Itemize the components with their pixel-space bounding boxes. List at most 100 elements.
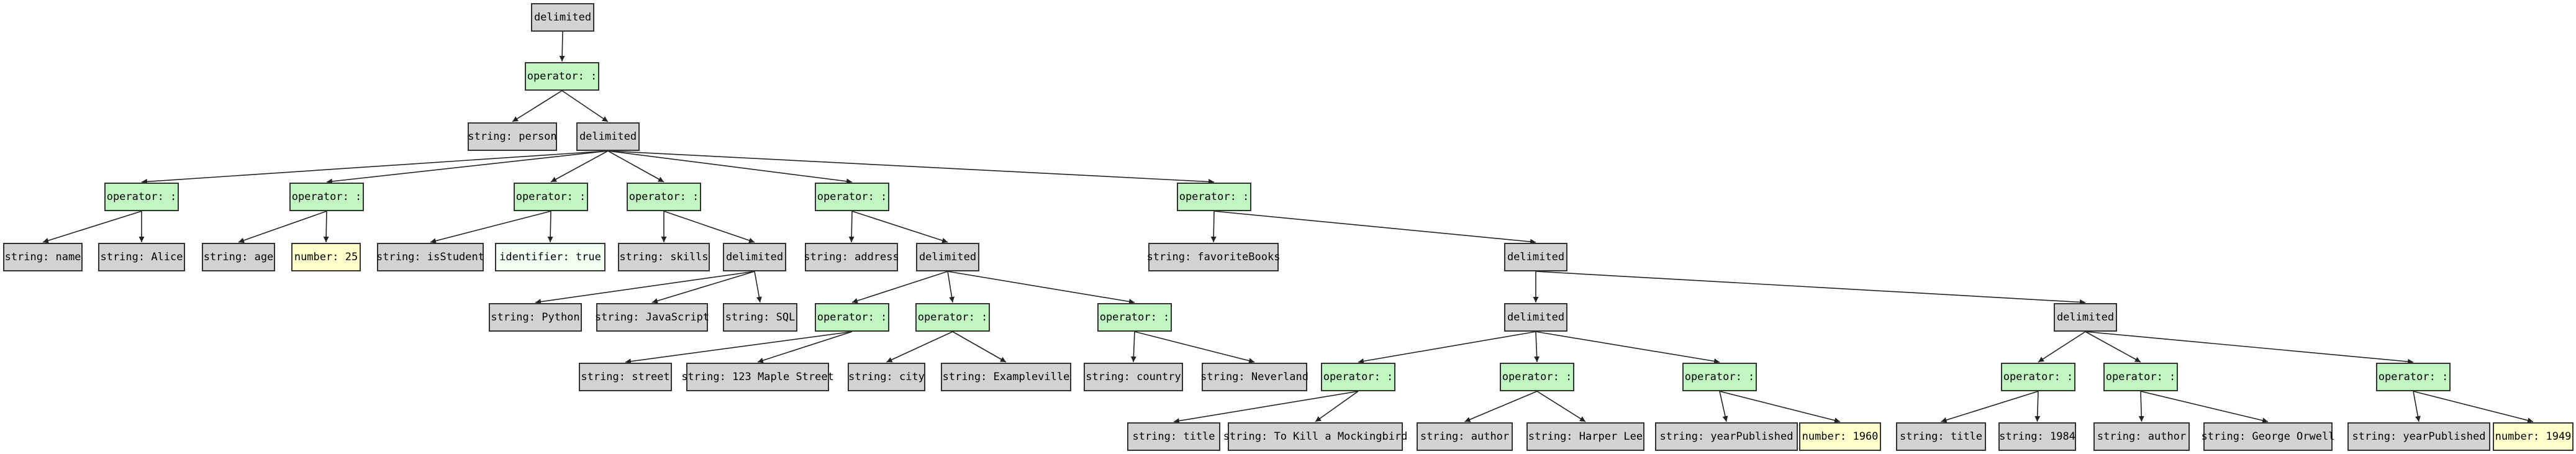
- node-delimited-delimited: delimited: [723, 243, 786, 271]
- tree-edge-n18-n24: [651, 271, 755, 304]
- node-operator-operator: operator: :: [525, 62, 599, 91]
- node-string-string-yearpublished: string: yearPublished: [1655, 422, 1798, 451]
- node-string-string-address: string: address: [804, 243, 899, 271]
- tree-edge-n41-n51: [2138, 391, 2144, 422]
- node-string-string-title: string: title: [1896, 422, 1986, 451]
- node-operator-operator: operator: :: [1500, 363, 1574, 391]
- tree-edge-n26-n31: [625, 331, 853, 365]
- tree-edge-n4-n9: [607, 150, 853, 184]
- node-string-string-street: string: street: [579, 363, 672, 391]
- tree-edge-n6-n14: [323, 211, 329, 243]
- node-string-string-george-orwell: string: George Orwell: [2202, 422, 2334, 451]
- tree-edge-n27-n33: [886, 331, 953, 363]
- node-string-string-alice: string: Alice: [98, 243, 185, 271]
- tree-edge-n6-n13: [238, 211, 327, 243]
- node-string-string-country: string: country: [1084, 363, 1183, 391]
- node-operator-operator: operator: :: [915, 303, 990, 332]
- tree-edge-n40-n49: [1941, 391, 2039, 423]
- tree-edge-n20-n28: [947, 271, 1135, 304]
- tree-edge-n30-n41: [2085, 331, 2141, 363]
- node-string-string-exampleville: string: Exampleville: [941, 363, 1071, 391]
- node-operator-operator: operator: :: [289, 183, 364, 211]
- tree-edge-n40-n50: [2034, 391, 2041, 422]
- node-delimited-delimited: delimited: [916, 243, 979, 271]
- tree-edge-n29-n38: [1534, 331, 1540, 363]
- node-string-string-sql: string: SQL: [723, 303, 797, 332]
- node-string-string-favoritebooks: string: favoriteBooks: [1147, 243, 1280, 271]
- tree-edge-n38-n46: [1536, 391, 1586, 422]
- node-operator-operator: operator: :: [2103, 363, 2178, 391]
- tree-edge-n18-n25: [754, 271, 762, 303]
- tree-edge-n30-n42: [2085, 331, 2414, 365]
- node-operator-operator: operator: :: [1097, 303, 1172, 332]
- node-delimited-delimited: delimited: [531, 3, 594, 32]
- node-string-string-author: string: author: [1417, 422, 1513, 451]
- tree-edge-n28-n36: [1134, 331, 1255, 364]
- node-string-string-isstudent: string: isStudent: [376, 243, 484, 271]
- node-operator-operator: operator: :: [1682, 363, 1757, 391]
- tree-edge-n2-n3: [512, 90, 563, 122]
- node-string-string-name: string: name: [3, 243, 83, 271]
- node-operator-operator: operator: :: [514, 183, 588, 211]
- node-string-string-1984: string: 1984: [1998, 422, 2076, 451]
- tree-edge-n39-n48: [1719, 391, 1841, 424]
- node-string-string-123-maple-street: string: 123 Maple Street: [681, 363, 834, 391]
- tree-edge-n9-n20: [851, 211, 948, 243]
- tree-edge-n38-n45: [1464, 391, 1538, 422]
- tree-edge-n30-n40: [2038, 331, 2086, 363]
- tree-edge-n20-n26: [851, 271, 948, 304]
- tree-edge-n37-n44: [1315, 391, 1359, 422]
- tree-edge-n1-n2: [559, 31, 565, 62]
- node-number-number-1960: number: 1960: [1799, 422, 1881, 451]
- node-operator-operator: operator: :: [2376, 363, 2451, 391]
- tree-edge-n42-n53: [2413, 391, 2421, 422]
- node-operator-operator: operator: :: [2001, 363, 2075, 391]
- tree-edge-n29-n39: [1535, 331, 1720, 364]
- tree-edge-n7-n16: [547, 211, 553, 243]
- tree-edge-n28-n35: [1130, 331, 1136, 363]
- node-string-string-to-kill-a-mockingbird: string: To Kill a Mockingbird: [1223, 422, 1407, 451]
- tree-edge-n37-n43: [1173, 391, 1359, 424]
- node-string-string-neverland: string: Neverland: [1200, 363, 1308, 391]
- tree-edge-n27-n34: [952, 331, 1007, 363]
- node-operator-operator: operator: :: [1177, 183, 1251, 211]
- tree-edge-n20-n27: [947, 271, 955, 303]
- tree-edge-n10-n22: [1213, 211, 1536, 245]
- tree-edge-n4-n6: [326, 150, 609, 184]
- node-string-string-age: string: age: [202, 243, 275, 271]
- node-operator-operator: operator: :: [815, 303, 889, 332]
- node-string-string-title: string: title: [1127, 422, 1220, 451]
- node-operator-operator: operator: :: [815, 183, 889, 211]
- node-operator-operator: operator: :: [104, 183, 179, 211]
- node-string-string-city: string: city: [848, 363, 925, 391]
- tree-edge-n4-n5: [141, 150, 609, 184]
- tree-edge-n18-n23: [535, 271, 755, 305]
- tree-edge-n10-n21: [1210, 211, 1217, 243]
- tree-edge-n8-n18: [663, 211, 755, 243]
- node-string-string-person: string: person: [468, 122, 557, 151]
- node-string-string-skills: string: skills: [618, 243, 710, 271]
- node-string-string-harper-lee: string: Harper Lee: [1526, 422, 1644, 451]
- node-delimited-delimited: delimited: [576, 122, 640, 151]
- node-delimited-delimited: delimited: [1504, 243, 1567, 271]
- tree-edge-n22-n30: [1535, 271, 2086, 305]
- tree-edge-n4-n7: [550, 150, 609, 183]
- tree-edge-n39-n47: [1719, 391, 1728, 422]
- node-delimited-delimited: delimited: [1504, 303, 1567, 332]
- node-number-number-1949: number: 1949: [2493, 422, 2574, 451]
- node-string-string-author: string: author: [2093, 422, 2190, 451]
- node-string-string-python: string: Python: [489, 303, 582, 332]
- node-operator-operator: operator: :: [1321, 363, 1395, 391]
- tree-edge-n26-n32: [757, 331, 853, 363]
- tree-edge-n4-n10: [607, 150, 1215, 185]
- node-number-number-25: number: 25: [291, 243, 361, 271]
- tree-edge-n7-n15: [430, 211, 551, 244]
- tree-edge-n42-n54: [2413, 391, 2534, 424]
- node-identifier-identifier-true: identifier: true: [495, 243, 605, 271]
- tree-edge-n4-n8: [607, 150, 664, 183]
- node-string-string-yearpublished: string: yearPublished: [2347, 422, 2490, 451]
- tree-edge-n2-n4: [561, 90, 609, 122]
- tree-edge-n5-n11: [42, 211, 142, 243]
